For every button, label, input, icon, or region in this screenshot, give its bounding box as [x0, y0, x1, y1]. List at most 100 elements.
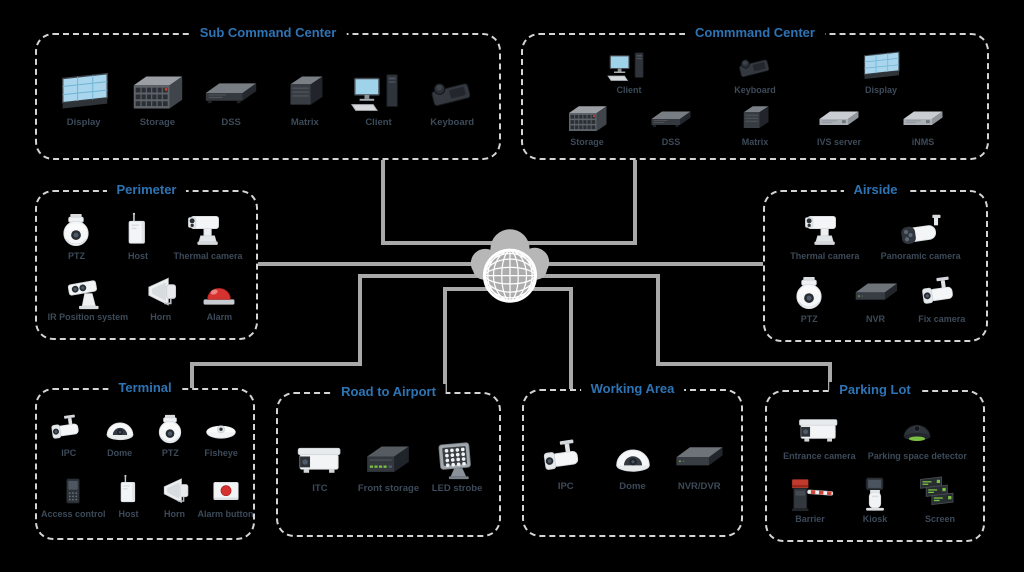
device-item: Matrix — [731, 101, 779, 148]
device-item: iNMS — [899, 101, 947, 148]
device-item: Horn — [152, 473, 198, 520]
video-wall-icon — [857, 49, 905, 85]
device-item: Host — [106, 473, 152, 520]
zone-title: Sub Command Center — [189, 25, 347, 40]
device-label: NVR/DVR — [677, 481, 721, 493]
device-label: PTZ — [800, 313, 818, 324]
device-item: Horn — [135, 272, 187, 323]
control-keyboard-icon — [421, 69, 483, 117]
access-control-icon — [50, 473, 96, 509]
connector-line — [828, 362, 832, 392]
device-item: Front storage — [358, 439, 419, 494]
device-item: DSS — [200, 69, 262, 128]
device-label: DSS — [221, 116, 241, 128]
itc-camera-icon — [793, 411, 845, 451]
device-label: Dome — [107, 448, 133, 459]
kiosk-icon — [849, 474, 901, 514]
alarm-button-icon — [203, 473, 249, 509]
host-box-icon — [112, 211, 164, 251]
thermal-camera-icon — [182, 211, 234, 251]
thermal-camera-icon — [799, 211, 851, 251]
device-label: Dome — [619, 481, 646, 493]
device-item: Storage — [126, 69, 188, 128]
barrier-gate-icon — [784, 474, 836, 514]
device-label: Horn — [164, 509, 186, 520]
bullet-camera-icon — [916, 274, 968, 314]
info-screens-icon — [914, 474, 966, 514]
device-label: Barrier — [795, 513, 825, 524]
device-item: Thermal camera — [790, 211, 859, 262]
device-label: IPC — [557, 481, 574, 493]
device-label: Client — [365, 116, 392, 128]
device-label: Host — [127, 250, 148, 261]
video-wall-icon — [53, 69, 115, 117]
device-item: Dome — [97, 412, 143, 459]
device-label: Thermal camera — [173, 250, 243, 261]
nvr-flat-icon — [670, 437, 728, 481]
device-label: Storage — [139, 116, 176, 128]
device-item: Host — [112, 211, 164, 262]
device-label: Keyboard — [430, 116, 475, 128]
client-workstation-icon — [348, 69, 410, 117]
device-item: Dome — [604, 437, 662, 492]
device-row: Display Storage DSS Matrix Client Keyboard — [41, 69, 495, 128]
device-label: IR Position system — [47, 312, 129, 323]
device-item: Alarm button — [198, 473, 254, 520]
bullet-camera-icon — [46, 412, 92, 448]
device-label: Kiosk — [862, 513, 888, 524]
front-storage-icon — [359, 439, 417, 483]
zone-box-working-area: Working Area IPC Dome NVR/DVR — [522, 381, 743, 537]
device-label: Display — [66, 116, 101, 128]
device-item: Fix camera — [916, 274, 968, 325]
connector-line — [633, 160, 637, 245]
device-label: Matrix — [290, 116, 319, 128]
rack-light-icon — [815, 101, 863, 137]
control-keyboard-icon — [731, 49, 779, 85]
device-label: LED strobe — [431, 482, 483, 494]
device-label: Client — [616, 84, 642, 95]
rack-server-icon — [647, 101, 695, 137]
connector-line — [656, 362, 832, 366]
device-label: DSS — [661, 137, 681, 148]
device-label: IVS server — [816, 137, 862, 148]
connector-line — [381, 160, 385, 245]
horn-speaker-icon — [152, 473, 198, 509]
device-item: Barrier — [784, 474, 836, 525]
horn-speaker-icon — [135, 272, 187, 312]
device-item: Kiosk — [849, 474, 901, 525]
led-strobe-icon — [428, 439, 486, 483]
device-label: iNMS — [911, 137, 935, 148]
device-label: NVR — [865, 313, 885, 324]
parking-detector-icon — [891, 411, 943, 451]
device-item: DSS — [647, 101, 695, 148]
device-item: Access control — [41, 473, 106, 520]
device-item: ITC — [291, 439, 349, 494]
device-label: Parking space detector — [867, 451, 967, 462]
device-item: Thermal camera — [173, 211, 243, 262]
zone-title: Commmand Center — [685, 25, 825, 40]
device-label: Access control — [41, 509, 106, 520]
device-item: IPC — [537, 437, 595, 492]
device-item: IR Position system — [47, 272, 129, 323]
device-label: PTZ — [67, 250, 85, 261]
fisheye-camera-icon — [198, 412, 244, 448]
panoramic-camera-icon — [895, 211, 947, 251]
matrix-box-icon — [274, 69, 336, 117]
connector-line — [443, 287, 447, 394]
ptz-dome-icon — [783, 274, 835, 314]
zone-title: Airside — [843, 182, 908, 197]
device-row: IPC Dome NVR/DVR — [528, 437, 737, 492]
zone-title: Working Area — [580, 381, 685, 396]
itc-camera-icon — [291, 439, 349, 483]
device-label: Matrix — [741, 137, 769, 148]
network-cloud-icon — [458, 222, 562, 320]
